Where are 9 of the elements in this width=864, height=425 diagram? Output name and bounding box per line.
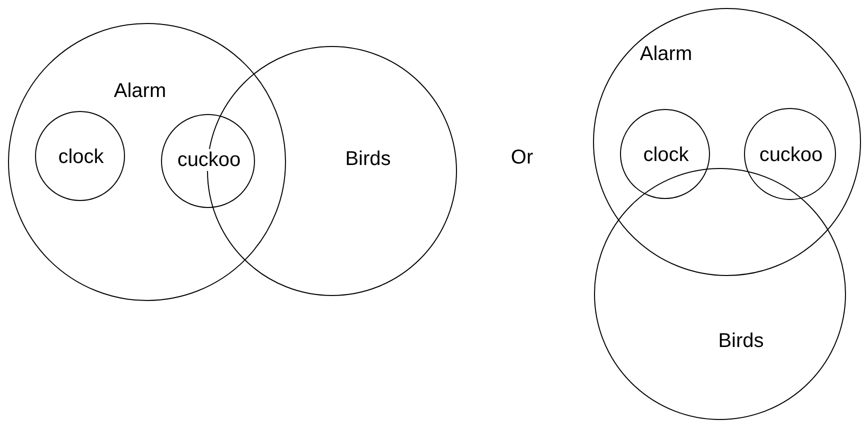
set-circle bbox=[744, 108, 836, 200]
set-circle bbox=[620, 109, 710, 199]
set-label: cuckoo bbox=[176, 149, 242, 171]
set-circle bbox=[594, 168, 846, 420]
set-circle bbox=[8, 23, 286, 301]
set-circle bbox=[161, 114, 255, 208]
set-circle bbox=[593, 8, 861, 276]
set-circle bbox=[35, 111, 125, 201]
separator-word: Or bbox=[510, 146, 534, 170]
